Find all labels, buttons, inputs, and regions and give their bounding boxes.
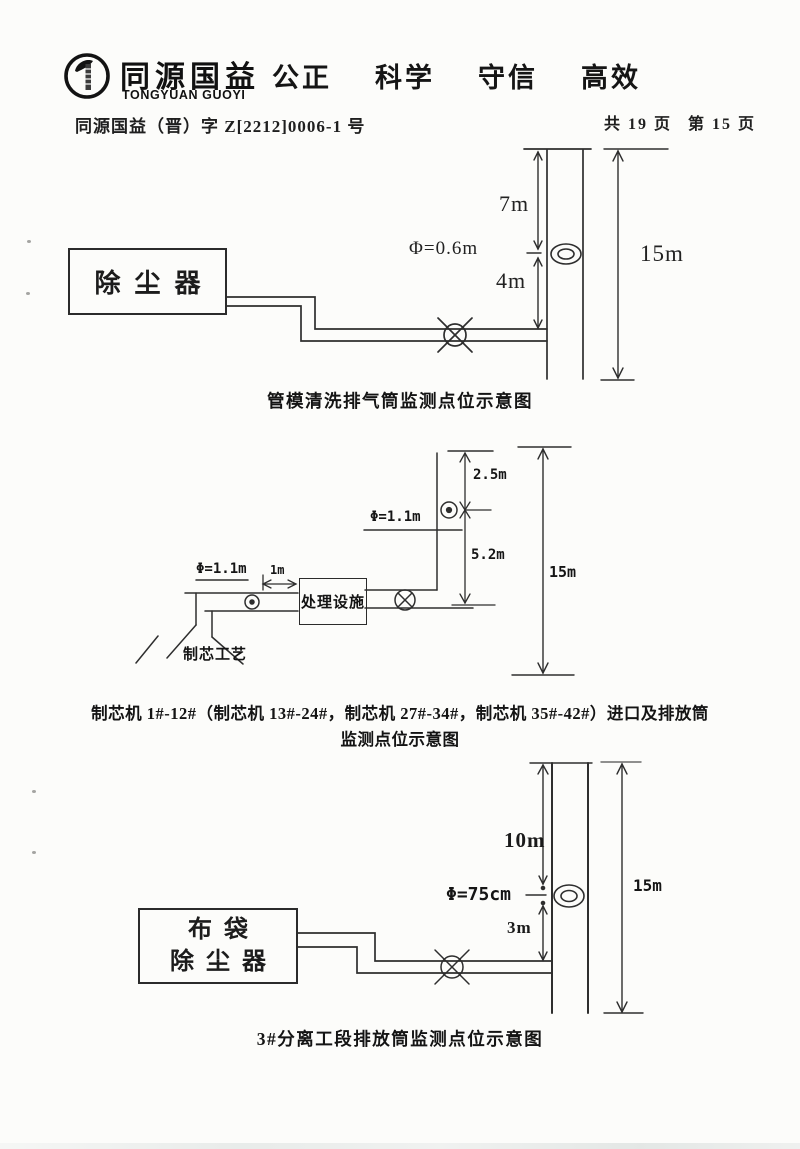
company-name-en: TONGYUAN GUOYI <box>122 88 246 102</box>
dust-collector-label: 除尘器 <box>94 269 215 298</box>
stack-height-15m-label: 15m <box>549 563 577 581</box>
dim-5.2m-label: 5.2m <box>471 547 505 563</box>
dimension-line-2.5m-5.2m <box>451 451 496 606</box>
duct-bottom-line <box>297 946 553 974</box>
treatment-facility-label: 处理设施 <box>300 595 365 611</box>
diagram2-linework <box>135 446 575 676</box>
scan-speck <box>27 240 31 243</box>
scan-speck <box>26 292 30 295</box>
dimension-line-7m-4m <box>526 150 543 330</box>
company-logo-icon <box>62 48 114 104</box>
baghouse-box: 布袋 除尘器 <box>138 908 298 984</box>
stack-height-15m-label: 15m <box>633 876 662 895</box>
stack-height-15m-label: 15m <box>640 241 684 266</box>
diagram1-caption: 管模清洗排气筒监测点位示意图 <box>267 391 533 411</box>
slogan-word: 守信 <box>478 63 538 93</box>
stack <box>529 762 593 1014</box>
dim-10m-label: 10m <box>504 828 546 852</box>
dimension-line-10m-3m <box>537 763 549 962</box>
monitoring-port-icon <box>550 243 582 265</box>
stack <box>436 450 494 591</box>
duct-top-line <box>226 296 548 330</box>
dimension-line-15m <box>600 148 669 381</box>
diameter-0.6m-label: Φ=0.6m <box>409 238 479 259</box>
diagram3-caption: 3#分离工段排放筒监测点位示意图 <box>256 1029 544 1049</box>
baghouse-label-line1: 布袋 <box>188 916 260 943</box>
fan-icon <box>437 317 473 353</box>
inlet-distance-1m-label: 1m <box>270 563 285 577</box>
stack <box>523 148 592 380</box>
slogan-word: 公正 <box>272 63 332 93</box>
dimension-line-15m <box>600 761 644 1014</box>
page-current: 第 15 页 <box>688 116 757 133</box>
diagram1-linework <box>226 148 669 381</box>
stack-monitoring-port-icon <box>440 501 458 519</box>
dimension-line-1m <box>261 574 298 591</box>
dim-2.5m-label: 2.5m <box>473 467 507 483</box>
scan-speck <box>32 790 36 793</box>
baghouse-label-line2: 除尘器 <box>170 949 278 975</box>
diameter-75cm-label: Φ=75cm <box>446 884 512 905</box>
monitoring-port-icon <box>553 884 585 908</box>
fan-icon <box>394 589 416 611</box>
dim-3m-label: 3m <box>507 918 532 937</box>
slogan-word: 科学 <box>375 63 435 93</box>
dim-4m-label: 4m <box>496 268 527 293</box>
stack-diameter-label: Φ=1.1m <box>370 509 421 525</box>
inlet-diameter-label: Φ=1.1m <box>196 561 247 577</box>
process-label: 制芯工艺 <box>183 647 248 663</box>
pages-total: 共 19 页 <box>604 116 673 133</box>
scan-speck <box>32 851 36 854</box>
slogan-word: 高效 <box>581 63 641 93</box>
inlet-monitoring-port-icon <box>244 594 260 610</box>
process-hood <box>135 592 244 665</box>
dimension-line-15m <box>511 446 575 676</box>
diagram2-caption-line1: 制芯机 1#-12#（制芯机 13#-24#，制芯机 27#-34#，制芯机 3… <box>91 704 709 723</box>
treatment-facility-box: 处理设施 <box>299 578 367 625</box>
dust-collector-box: 除尘器 <box>68 248 227 315</box>
document-number: 同源国益（晋）字 Z[2212]0006-1 号 <box>75 117 366 136</box>
slogan: 公正 科学 守信 高效 <box>272 56 684 95</box>
page-info: 共 19 页第 15 页 <box>604 110 756 134</box>
duct-top-line <box>297 932 553 962</box>
diagram3-linework <box>297 761 644 1014</box>
fan-icon <box>434 949 470 985</box>
scan-edge-shadow <box>0 1143 800 1149</box>
duct-bottom-line <box>226 305 548 342</box>
diagram2-caption-line2: 监测点位示意图 <box>340 730 460 749</box>
company-name-cn: 同源国益 <box>120 61 260 94</box>
dim-7m-label: 7m <box>499 191 530 216</box>
